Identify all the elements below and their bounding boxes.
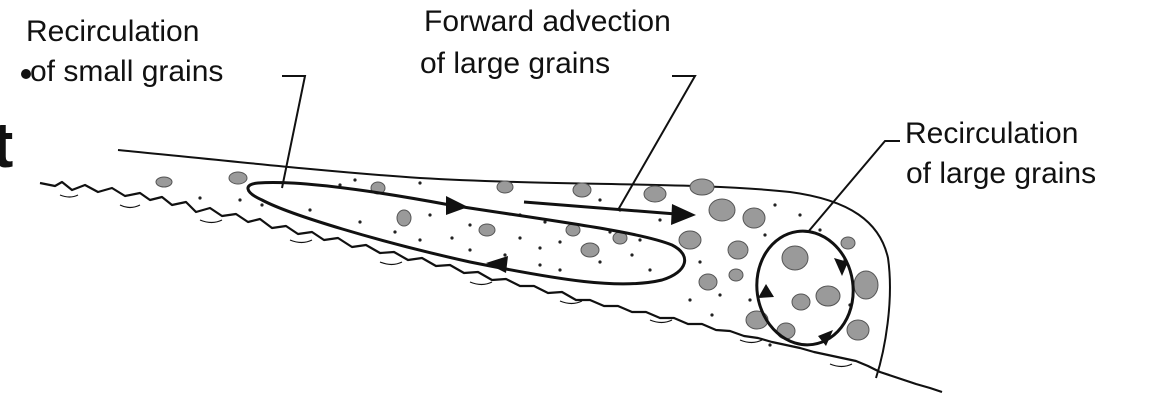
ground-surface (40, 182, 942, 392)
edge-letter-fragment: t (0, 108, 13, 182)
small-loop-arrow-return (486, 256, 508, 273)
large-loop-arrow-left (758, 284, 774, 298)
label-forward-line2: of large grains (420, 46, 610, 82)
leader-large-grains (808, 141, 900, 232)
forward-advection-arrowhead (671, 204, 696, 225)
label-small-recirc-line1: Recirculation (26, 14, 199, 50)
small-loop-arrow-forward (446, 196, 468, 215)
label-forward-line1: Forward advection (424, 4, 671, 40)
forward-advection-arrow-shaft (524, 202, 676, 214)
leader-small-grains (282, 76, 305, 188)
label-large-recirc-line1: Recirculation (905, 116, 1078, 152)
label-large-recirc-line2: of large grains (906, 156, 1096, 192)
label-small-recirc-line2: of small grains (30, 54, 223, 90)
grains (156, 172, 878, 340)
